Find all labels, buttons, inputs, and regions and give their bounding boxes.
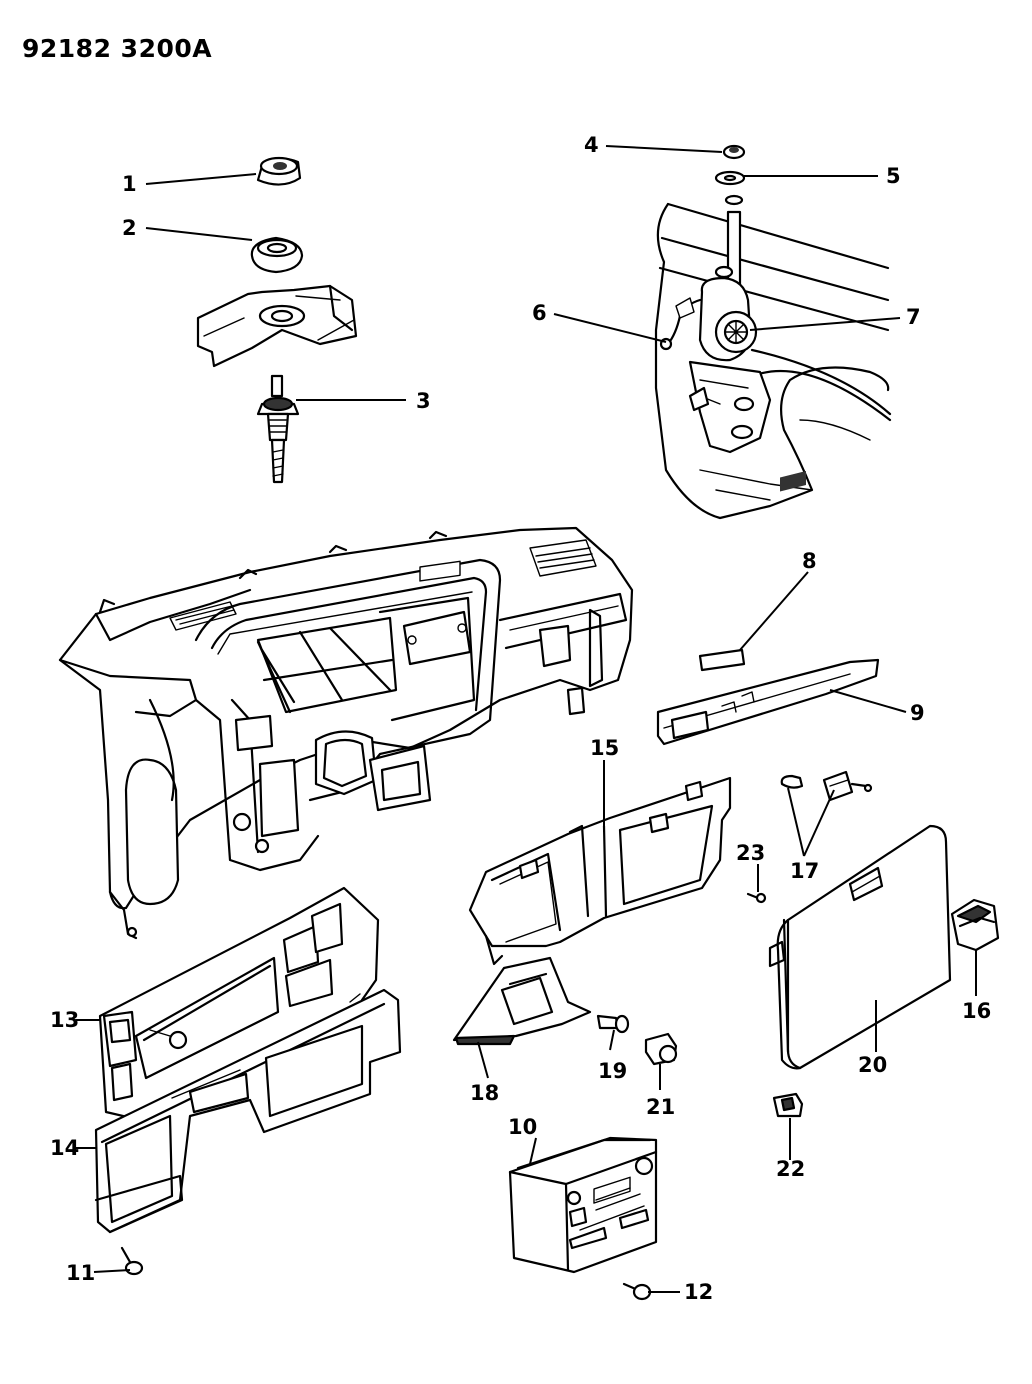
callout-14: 14: [50, 1136, 79, 1160]
part-10-radio-illustration: [508, 1136, 658, 1274]
part-1-nut-illustration: [256, 156, 302, 186]
callout-1: 1: [122, 172, 137, 196]
callout-21: 21: [646, 1095, 675, 1119]
document-id: 92182 3200A: [22, 34, 213, 63]
callout-5: 5: [886, 164, 901, 188]
callout-2: 2: [122, 216, 137, 240]
callout-23: 23: [736, 841, 765, 865]
part-23-screw-illustration: [746, 892, 767, 904]
callout-22: 22: [776, 1157, 805, 1181]
part-3-antenna-base-illustration: [256, 374, 300, 484]
part-22-striker-illustration: [772, 1092, 804, 1118]
part-17-lamp-socket-illustration: [780, 770, 873, 802]
antenna-bracket-illustration: [196, 284, 358, 368]
callout-6: 6: [532, 301, 547, 325]
part-18-latch-bracket-illustration: [452, 956, 592, 1046]
part-19-screw-illustration: [596, 1014, 630, 1034]
callout-18: 18: [470, 1081, 499, 1105]
callout-3: 3: [416, 389, 431, 413]
callout-11: 11: [66, 1261, 95, 1285]
callout-labels: 1 2 3 4 5 6 7 8 9 10 11 12 13 14 15 16 1…: [50, 133, 991, 1304]
callout-20: 20: [858, 1053, 887, 1077]
part-9-lower-bezel-illustration: [656, 471, 880, 746]
part-15-glovebox-housing-illustration: [468, 776, 732, 966]
fender-with-power-antenna-illustration: [654, 194, 892, 520]
part-20-glovebox-door-illustration: [768, 824, 952, 1070]
part-5-washer-illustration: [714, 170, 746, 186]
leader-lines: [76, 145, 977, 1293]
part-2-grommet-illustration: [250, 236, 304, 274]
callout-4: 4: [584, 133, 599, 157]
part-12-screw-illustration: [622, 1282, 652, 1301]
callout-16: 16: [962, 999, 991, 1023]
callout-19: 19: [598, 1059, 627, 1083]
part-21-clip-illustration: [644, 1032, 678, 1066]
callout-15: 15: [590, 736, 619, 760]
callout-12: 12: [684, 1280, 713, 1304]
part-14-lower-cover-illustration: [94, 988, 402, 1234]
part-4-screw-illustration: [722, 144, 746, 160]
callout-8: 8: [802, 549, 817, 573]
callout-7: 7: [906, 305, 921, 329]
part-13-screw-illustration: [149, 1029, 188, 1050]
part-16-latch-illustration: [950, 898, 1000, 952]
callout-13: 13: [50, 1008, 79, 1032]
part-8-lens-illustration: [698, 648, 746, 672]
instrument-panel-illustration: [58, 526, 634, 940]
callout-17: 17: [790, 859, 819, 883]
callout-10: 10: [508, 1115, 537, 1139]
callout-9: 9: [910, 701, 925, 725]
